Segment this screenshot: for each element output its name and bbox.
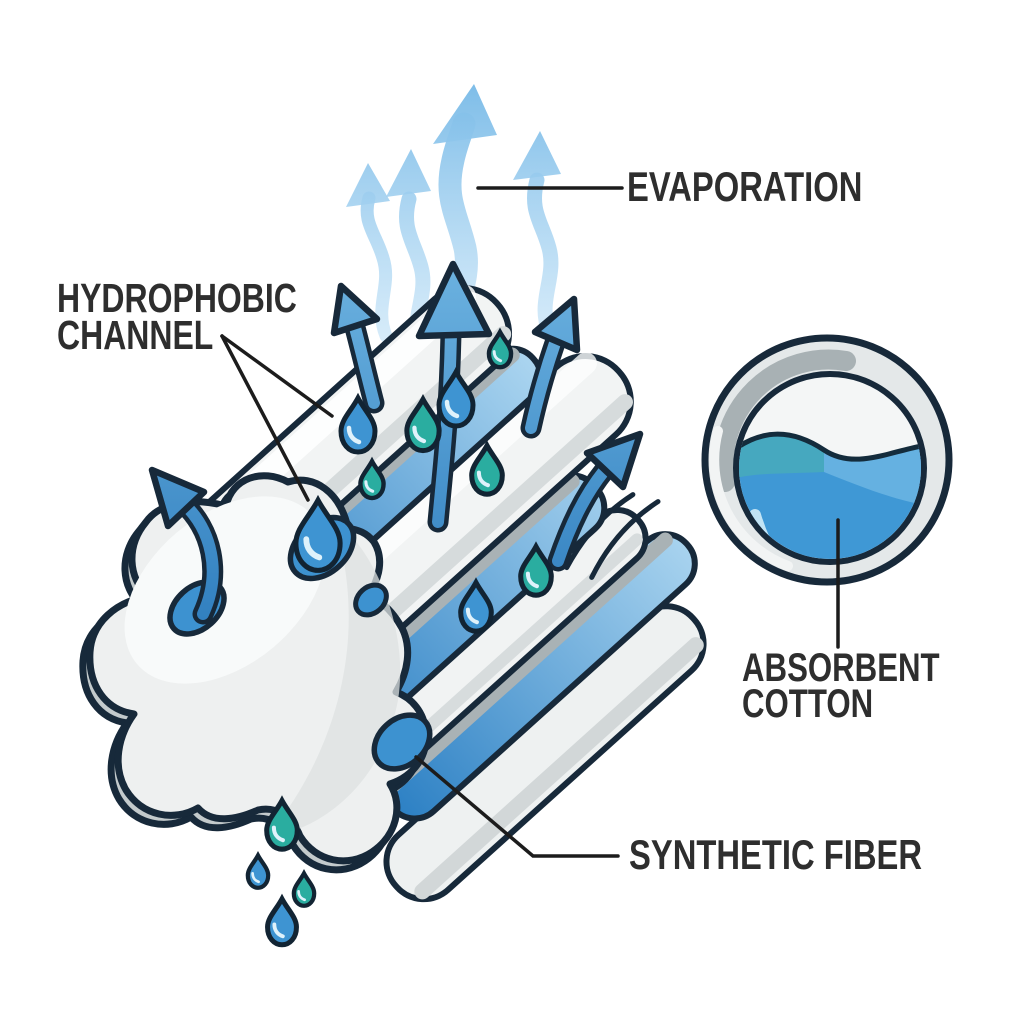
vapor-wave-icon: [526, 172, 559, 339]
absorbent-cotton-label: ABSORBENT COTTON: [742, 646, 940, 726]
water-teal-patch: [739, 434, 824, 480]
leader-hydrophobic-1: [220, 334, 334, 418]
hydrophobic-label-line1: HYDROPHOBIC: [57, 275, 297, 321]
water-droplet: [248, 855, 268, 887]
leader-synthetic: [414, 755, 620, 858]
water-droplet: [268, 899, 297, 945]
water-droplet: [294, 873, 314, 905]
leader-lines: [220, 186, 840, 858]
up-arrow-icon: [330, 282, 385, 414]
absorbent-cotton-circle: [701, 334, 953, 586]
evaporation-label: EVAPORATION: [627, 163, 863, 210]
water-surface-line: [739, 431, 921, 462]
vapor-escape-arrows: [330, 260, 644, 572]
ridge-shade: [414, 637, 704, 900]
texture-line: [589, 499, 661, 580]
vapor-wave-head-icon: [386, 149, 431, 197]
up-arrow-icon: [547, 430, 644, 572]
hydrophobic-channel-label: HYDROPHOBIC CHANNEL: [57, 275, 297, 358]
absorbent-label-line2: COTTON: [742, 682, 874, 726]
synthetic-fiber-label: SYNTHETIC FIBER: [629, 831, 923, 878]
ring-light: [709, 426, 793, 571]
leader-hydrophobic-2: [220, 334, 310, 502]
vapor-wave-icon: [360, 191, 393, 343]
ring-shade: [713, 349, 856, 492]
up-arrow-icon: [415, 260, 493, 533]
up-arrow-icon: [148, 466, 224, 625]
hydrophobic-label-line2: CHANNEL: [57, 312, 214, 358]
vapor-wave-head-icon: [346, 163, 390, 207]
absorbent-label-line1: ABSORBENT: [742, 646, 940, 690]
fiber-cross-section-face: [79, 472, 430, 874]
water-pocket: [353, 582, 389, 618]
up-arrow-icon: [520, 295, 581, 439]
channel-wall: [384, 532, 673, 795]
vapor-wave-head-icon: [513, 131, 561, 180]
vapor-wave-head-icon: [433, 84, 497, 144]
